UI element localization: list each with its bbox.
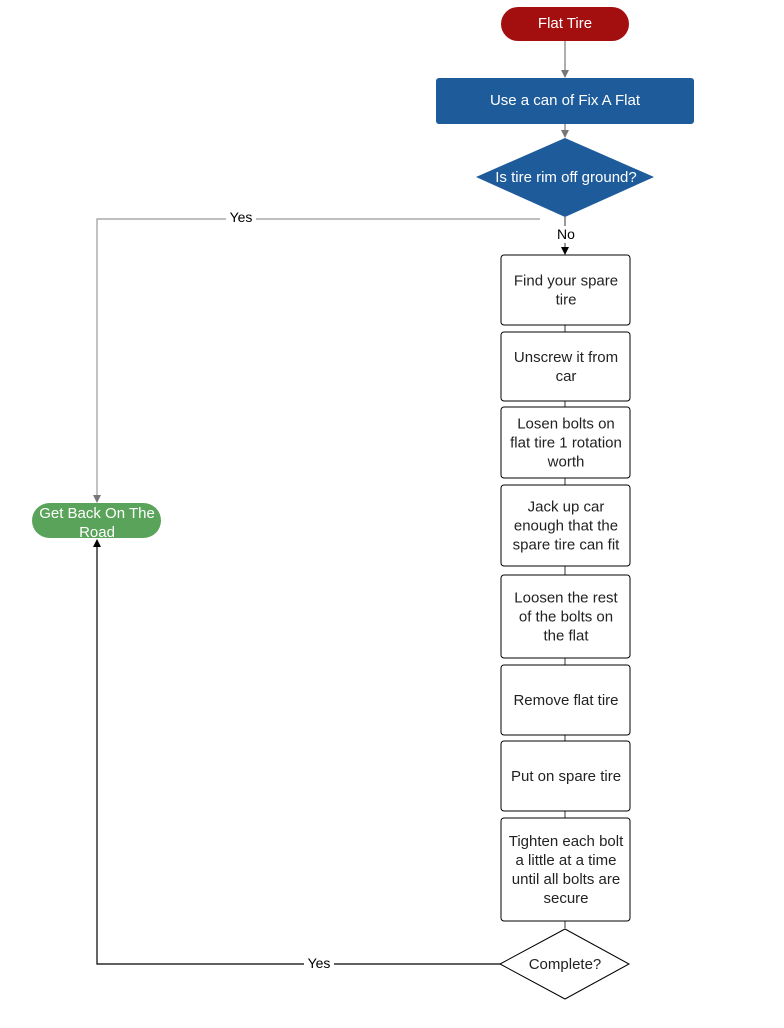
edge-label-no: No bbox=[557, 226, 575, 242]
step-label-line: of the bolts on bbox=[519, 609, 613, 626]
step-label-line: secure bbox=[543, 890, 588, 907]
step-label-line: car bbox=[556, 368, 577, 385]
step-box bbox=[500, 406, 631, 479]
decision-complete-label: Complete? bbox=[529, 956, 602, 973]
step-label-line: Find your spare bbox=[514, 273, 618, 290]
step-label-line: flat tire 1 rotation bbox=[510, 435, 622, 452]
step-label-line: Put on spare tire bbox=[511, 768, 621, 785]
end-node bbox=[32, 503, 161, 538]
decision-complete-node bbox=[498, 928, 631, 1000]
step-label-line: Loosen the rest bbox=[514, 590, 618, 607]
step-node: Find your spare tire bbox=[500, 254, 631, 326]
fix-a-flat-node bbox=[436, 78, 694, 124]
decision-rim-label: Is tire rim off ground? bbox=[495, 169, 636, 186]
step-label-line: Unscrew it from bbox=[514, 349, 618, 366]
step-label-line: until all bolts are bbox=[512, 871, 620, 888]
fix-a-flat-label: Use a can of Fix A Flat bbox=[490, 92, 641, 109]
start-node-label: Flat Tire bbox=[538, 15, 592, 32]
step-label-line: spare tire can fit bbox=[513, 537, 621, 554]
step-box bbox=[500, 574, 631, 659]
step-label-line: Remove flat tire bbox=[513, 692, 618, 709]
step-label-line: tire bbox=[556, 292, 577, 309]
step-label-line: Tighten each bolt bbox=[509, 833, 624, 850]
step-box bbox=[500, 817, 631, 922]
step-box bbox=[500, 740, 631, 812]
decision-rim-node bbox=[476, 138, 654, 217]
step-node: Loosen the rest of the bolts on the flat bbox=[500, 574, 631, 659]
step-label-line: a little at a time bbox=[516, 852, 617, 869]
step-box bbox=[500, 484, 631, 567]
step-node: Put on spare tire bbox=[500, 740, 631, 812]
edge-label-yes-top: Yes bbox=[230, 209, 253, 225]
step-label-line: worth bbox=[547, 454, 585, 471]
step-label-line: Jack up car bbox=[528, 499, 605, 516]
step-box bbox=[500, 331, 631, 402]
step-box bbox=[500, 254, 631, 326]
edge-label-yes-bottom: Yes bbox=[308, 955, 331, 971]
step-node: Unscrew it from car bbox=[500, 331, 631, 402]
step-node: Tighten each bolt a little at a time until… bbox=[500, 817, 631, 922]
edge-yes-complete-to-end bbox=[93, 539, 501, 965]
step-label-line: the flat bbox=[543, 628, 589, 645]
step-node: Losen bolts on flat tire 1 rotation worth bbox=[500, 406, 631, 479]
step-label-line: Losen bolts on bbox=[517, 416, 615, 433]
step-node: Jack up car enough that the spare tire can… bbox=[500, 484, 631, 567]
start-node bbox=[501, 7, 629, 41]
edge-yes-rim-to-end bbox=[93, 218, 540, 503]
step-node: Remove flat tire bbox=[500, 664, 631, 736]
step-box bbox=[500, 664, 631, 736]
end-node-label-line: Road bbox=[79, 524, 115, 541]
end-node-label-line: Get Back On The bbox=[39, 505, 155, 522]
step-label-line: enough that the bbox=[514, 518, 618, 535]
